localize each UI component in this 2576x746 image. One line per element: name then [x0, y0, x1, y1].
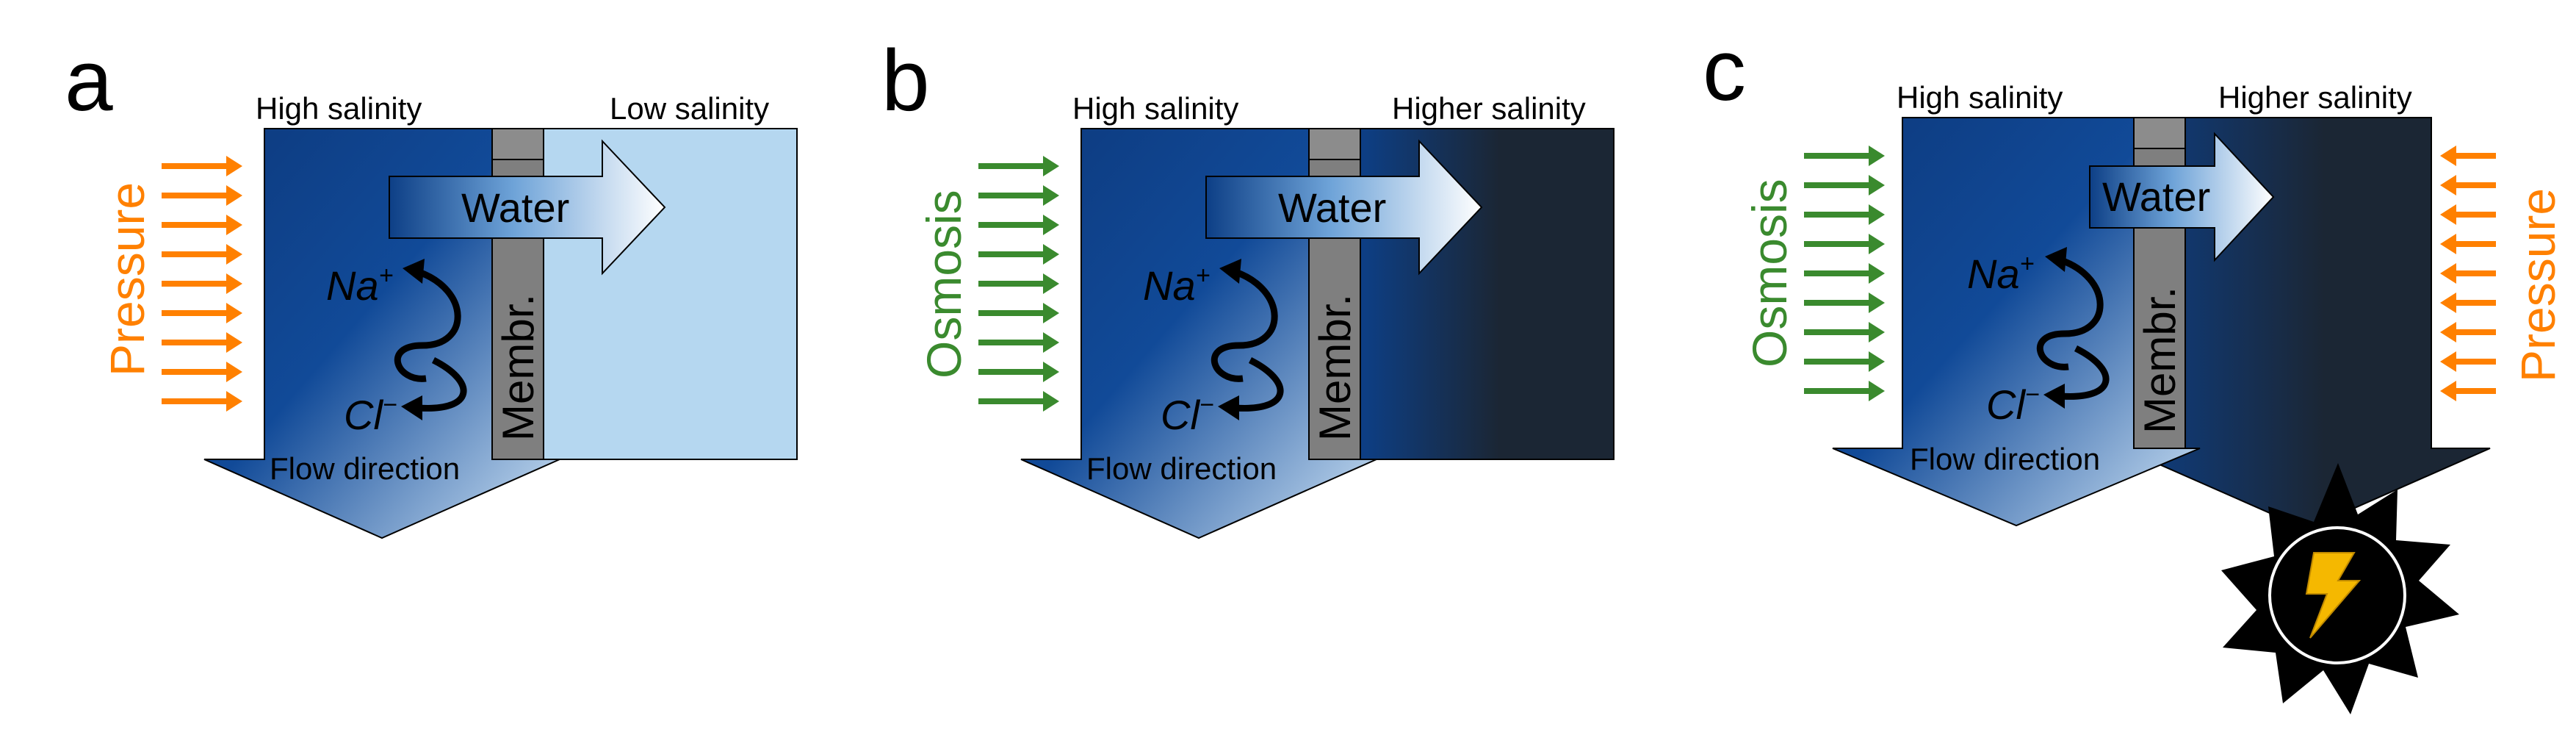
panel-a: a High salinity Low salinity Membr. Wate… [65, 32, 798, 539]
curved-arrow-icon [1235, 356, 1284, 412]
lightning-bolt-icon [2305, 552, 2362, 639]
membrane-label: Membr. [1310, 294, 1360, 441]
panel-letter: c [1703, 22, 1746, 119]
left-salinity-label: High salinity [1897, 80, 2063, 115]
power-generation-symbol [2221, 463, 2459, 714]
sodium-ion-label: Na+ [326, 262, 393, 309]
arrowhead-icon [403, 259, 425, 284]
curved-arrow-icon [394, 268, 461, 382]
membrane-label: Membr. [2135, 287, 2184, 434]
arrowhead-icon [2043, 384, 2065, 409]
curved-arrow-icon [2036, 257, 2104, 370]
panel-letter: a [65, 32, 113, 129]
flow-direction-label: Flow direction [1086, 451, 1277, 486]
arrowhead-icon [1219, 259, 1241, 284]
flow-direction-label: Flow direction [270, 451, 460, 486]
chloride-ion-label: Cl− [1986, 381, 2040, 428]
water-label: Water [2102, 173, 2210, 220]
pressure-label: Pressure [100, 182, 154, 376]
panel-letter: b [881, 32, 930, 129]
panel-c: c High salinity Higher salinity Membr. W… [1703, 22, 2565, 714]
chloride-ion-label: Cl− [1161, 391, 1214, 438]
osmosis-arrows [1804, 146, 1885, 401]
ion-rejection-arrows [394, 268, 467, 412]
counter-pressure-label: Pressure [2511, 188, 2565, 382]
curved-arrow-icon [1211, 268, 1278, 382]
curved-arrow-icon [2060, 345, 2110, 400]
higher-salinity-compartment [1360, 128, 1614, 460]
right-salinity-label: Higher salinity [2218, 80, 2412, 115]
right-salinity-label: Higher salinity [1392, 91, 1586, 126]
pressure-arrows [162, 156, 242, 412]
water-label: Water [1278, 184, 1386, 231]
ion-rejection-arrows [1211, 268, 1284, 412]
membrane-cap [491, 128, 544, 160]
water-label: Water [461, 184, 569, 231]
curved-arrow-icon [418, 356, 467, 412]
osmosis-label: Osmosis [917, 190, 971, 379]
water-arrow [1205, 139, 1483, 276]
water-arrow [389, 139, 666, 276]
osmosis-arrows [978, 156, 1059, 412]
arrowhead-icon [401, 395, 422, 420]
membrane-cap [1308, 128, 1361, 160]
membrane-label: Membr. [494, 294, 543, 441]
sodium-ion-label: Na+ [1143, 262, 1210, 309]
ion-rejection-arrows [2036, 257, 2110, 400]
arrowhead-icon [2045, 247, 2067, 272]
flow-direction-label: Flow direction [1910, 442, 2100, 476]
water-arrow [2089, 132, 2275, 262]
membrane-cap [2133, 117, 2186, 149]
chloride-ion-label: Cl− [344, 391, 397, 438]
right-salinity-label: Low salinity [610, 91, 769, 126]
left-salinity-label: High salinity [256, 91, 422, 126]
panel-b: b High salinity Higher salinity Membr. W… [881, 32, 1614, 539]
left-salinity-label: High salinity [1072, 91, 1238, 126]
arrowhead-icon [1218, 395, 1239, 420]
sodium-ion-label: Na+ [1967, 250, 2034, 297]
counter-pressure-arrows [2440, 146, 2496, 401]
osmosis-label: Osmosis [1742, 179, 1797, 367]
